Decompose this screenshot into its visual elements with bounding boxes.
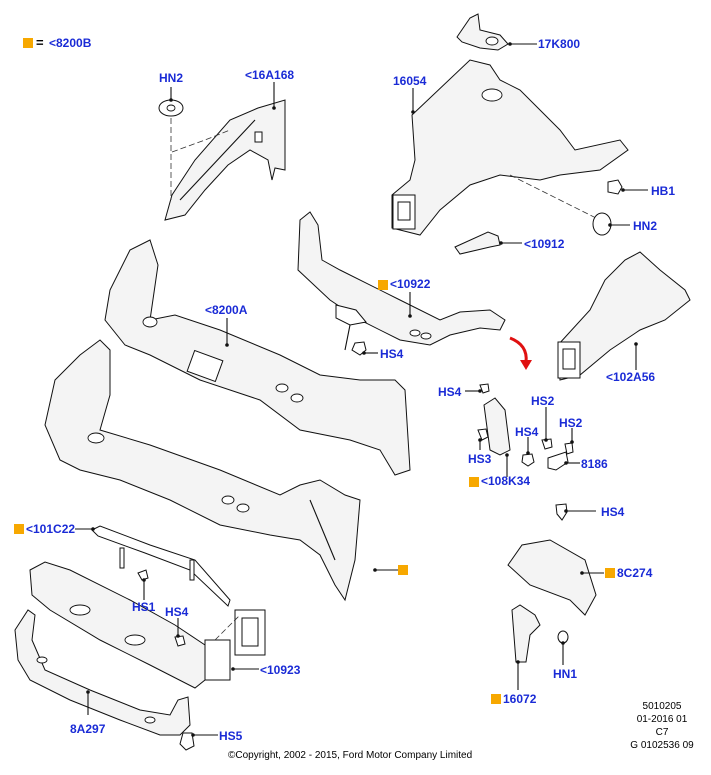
hs4-small-left[interactable] <box>479 383 490 394</box>
callout-hs4-left[interactable]: HS4 <box>438 385 462 399</box>
callout-hn1[interactable]: HN1 <box>553 667 578 681</box>
8c274-bracket[interactable] <box>507 539 597 616</box>
hn2-plug-right[interactable] <box>592 212 612 236</box>
front-rail-part[interactable] <box>391 59 629 236</box>
crossmember-part[interactable] <box>297 211 506 351</box>
callout-8200a[interactable]: <8200A <box>205 303 248 317</box>
108k34-bracket[interactable] <box>483 397 511 456</box>
lower-brace[interactable] <box>14 609 191 736</box>
hs2-clip-a[interactable] <box>541 438 553 450</box>
legend-equals: = <box>36 35 44 50</box>
callout-10922[interactable]: <10922 <box>390 277 431 291</box>
marker-10922-icon <box>378 280 388 290</box>
marker-16072-icon <box>491 694 501 704</box>
callout-hs1[interactable]: HS1 <box>132 600 156 614</box>
legend-reference-link[interactable]: <8200B <box>49 36 92 50</box>
callout-10923[interactable]: <10923 <box>260 663 301 677</box>
meta-line-1: 5010205 <box>642 701 682 712</box>
callout-10912[interactable]: <10912 <box>524 237 565 251</box>
radiator-support-upper[interactable] <box>104 239 411 476</box>
front-end-carrier[interactable] <box>44 339 361 602</box>
marker-center-icon[interactable] <box>398 565 408 575</box>
callout-hn2-right[interactable]: HN2 <box>633 219 658 233</box>
callout-hs2-a[interactable]: HS2 <box>531 394 555 408</box>
bumper-reinforcement[interactable] <box>29 561 266 689</box>
callout-hs5[interactable]: HS5 <box>219 729 243 743</box>
hn2-plug-top[interactable] <box>158 99 184 117</box>
callout-8a297[interactable]: 8A297 <box>70 722 106 736</box>
left-rail-part[interactable] <box>557 251 691 381</box>
legend-marker-icon <box>23 38 33 48</box>
hs3-bolt[interactable] <box>477 428 489 441</box>
8186-clip[interactable] <box>547 451 569 471</box>
hb1-bolt[interactable] <box>607 179 623 195</box>
callout-hs4-lower[interactable]: HS4 <box>165 605 189 619</box>
callout-17k800[interactable]: 17K800 <box>538 37 581 51</box>
hs4-bolt-right[interactable] <box>555 503 568 521</box>
air-deflector-strip[interactable] <box>91 525 231 607</box>
hs4-bolt-mid[interactable] <box>521 453 535 467</box>
leader-lines <box>75 42 648 737</box>
hs4-nut-lower[interactable] <box>174 635 186 647</box>
callout-hs4-bracket[interactable]: HS4 <box>380 347 404 361</box>
diagram-meta: 5010205 01-2016 01 C7 G 0102536 09 <box>617 700 707 752</box>
callout-hn2-top-left[interactable]: HN2 <box>159 71 184 85</box>
callout-8186[interactable]: 8186 <box>581 457 608 471</box>
red-arrow-head <box>520 360 532 370</box>
callout-hs4-right[interactable]: HS4 <box>601 505 625 519</box>
callout-102a56[interactable]: <102A56 <box>606 370 656 384</box>
meta-line-4: G 0102536 09 <box>630 740 694 751</box>
strut-mount-part[interactable] <box>456 13 509 51</box>
16072-bracket[interactable] <box>511 604 541 663</box>
hs2-clip-b[interactable] <box>564 442 574 455</box>
callout-16054[interactable]: 16054 <box>393 74 427 88</box>
meta-line-2: 01-2016 01 <box>636 714 688 725</box>
callout-108k34[interactable]: <108K34 <box>481 474 531 488</box>
marker-108k34-icon <box>469 477 479 487</box>
callout-101c22[interactable]: <101C22 <box>26 522 76 536</box>
hs5-bolt[interactable] <box>179 732 195 751</box>
callout-8c274[interactable]: 8C274 <box>617 566 653 580</box>
callout-hs2-b[interactable]: HS2 <box>559 416 583 430</box>
marker-101c22-icon <box>14 524 24 534</box>
callout-hb1[interactable]: HB1 <box>651 184 676 198</box>
red-arrow <box>509 336 528 363</box>
meta-line-3: C7 <box>655 727 669 738</box>
callout-16072[interactable]: 16072 <box>503 692 537 706</box>
callout-hs3[interactable]: HS3 <box>468 452 492 466</box>
copyright-text: ©Copyright, 2002 - 2015, Ford Motor Comp… <box>228 750 473 761</box>
callout-16a168[interactable]: <16A168 <box>245 68 295 82</box>
marker-8c274-icon <box>605 568 615 578</box>
callout-hs4-mid[interactable]: HS4 <box>515 425 539 439</box>
hs1-clip[interactable] <box>137 569 149 581</box>
fender-apron-part[interactable] <box>164 99 286 221</box>
10912-bracket[interactable] <box>454 231 501 255</box>
